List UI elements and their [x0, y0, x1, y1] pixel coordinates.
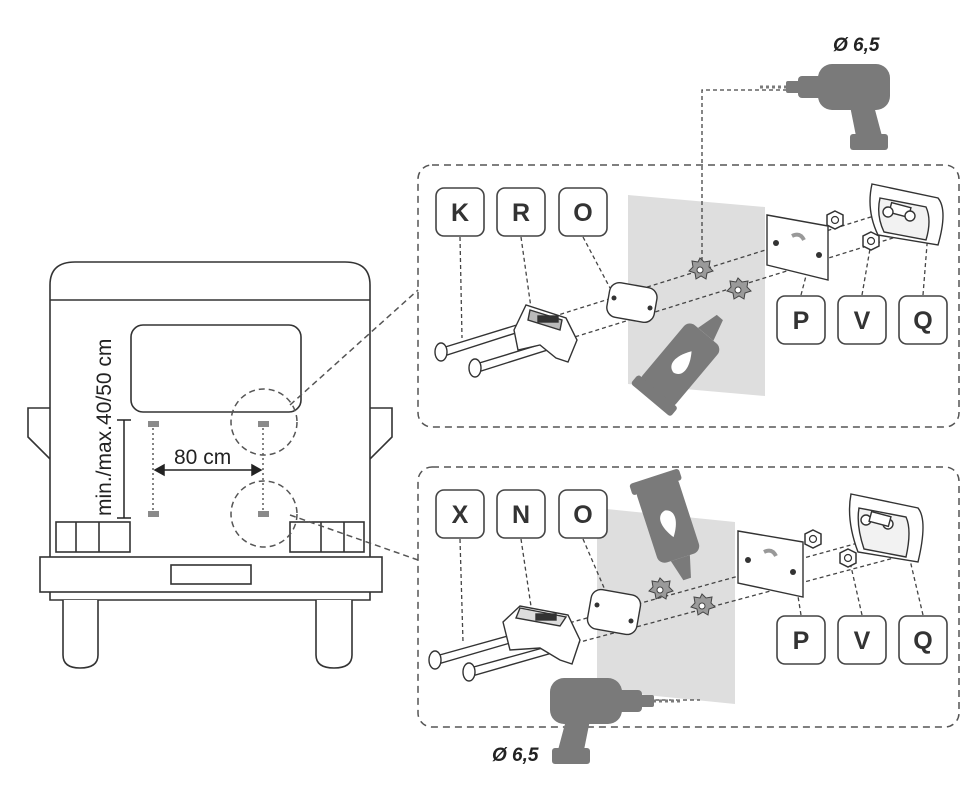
lower-labels-left: X N O: [435, 489, 608, 539]
bracket-icon: [502, 605, 581, 665]
part-label-p: P: [793, 627, 810, 655]
part-label-q: Q: [913, 307, 932, 335]
lower-detail-panel: [417, 466, 960, 728]
bolt-icon: [434, 323, 558, 378]
zoom-circles: [230, 289, 419, 561]
sealant-tube-icon: [629, 468, 700, 581]
mounting-points: [148, 421, 269, 517]
width-dimension-label: 80 cm: [174, 446, 231, 469]
width-dimension: [153, 463, 263, 477]
gasket-icon: [586, 588, 642, 636]
part-label-r: R: [512, 199, 530, 227]
gasket-icon: [606, 281, 658, 324]
upper-labels-left: K R O: [435, 187, 608, 237]
lamp-housing-icon: [869, 183, 944, 246]
height-dimension: [117, 419, 131, 519]
part-label-o: O: [573, 501, 592, 529]
wall-section-lower: [597, 508, 735, 704]
nut-icon: [839, 548, 857, 568]
part-label-q: Q: [913, 627, 932, 655]
part-label-n: N: [512, 501, 530, 529]
part-label-v: V: [854, 307, 871, 335]
bracket-icon: [513, 304, 578, 363]
upper-labels-right: P V Q: [776, 295, 948, 345]
part-label-x: X: [452, 501, 469, 529]
plate-icon: [737, 530, 804, 598]
plate-icon: [766, 214, 829, 281]
upper-detail-panel: [417, 164, 960, 428]
part-label-o: O: [573, 199, 592, 227]
part-label-k: K: [451, 199, 469, 227]
lower-labels-right: P V Q: [776, 615, 948, 665]
drill-bit-label-lower: Ø 6,5: [492, 745, 539, 766]
part-label-v: V: [854, 627, 871, 655]
part-label-p: P: [793, 307, 810, 335]
drill-bit-label-upper: Ø 6,5: [833, 35, 880, 56]
lower-leader-lines: [434, 529, 924, 701]
bolt-icon: [428, 633, 553, 682]
sealant-tube-icon: [631, 314, 723, 416]
wall-section-upper: [628, 195, 765, 396]
nut-icon: [826, 210, 844, 230]
drill-icon: [758, 62, 892, 152]
lamp-housing-icon: [848, 493, 924, 563]
nut-icon: [862, 231, 880, 251]
nut-icon: [804, 529, 822, 549]
height-dimension-label: min./max.40/50 cm: [93, 339, 116, 516]
